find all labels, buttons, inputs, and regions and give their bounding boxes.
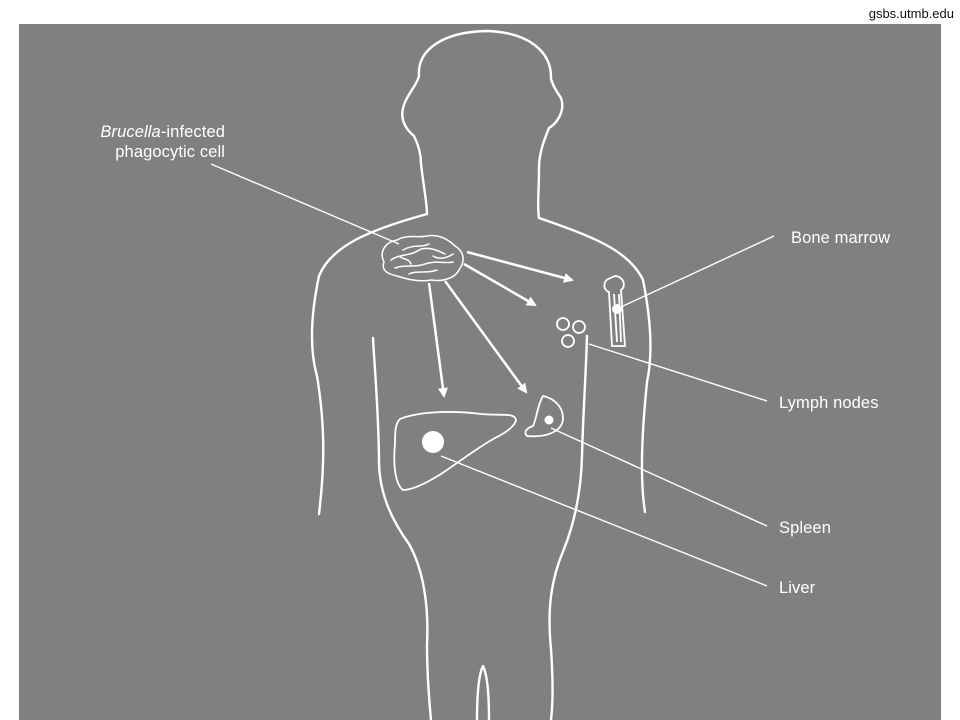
leg-gap (475, 664, 491, 720)
head-neck-outline (401, 29, 564, 220)
infected-cell (381, 234, 464, 282)
label-liver: Liver (779, 579, 816, 597)
leader-spleen (550, 427, 768, 527)
diagram-panel: Brucella-infected phagocytic cell Bone m… (19, 24, 941, 720)
body-diagram (210, 29, 775, 720)
body-outline (310, 29, 652, 720)
label-infected-cell-rest: -infected (160, 123, 225, 141)
left-shoulder-arm (310, 212, 429, 516)
right-shoulder-arm (537, 216, 652, 514)
source-credit: gsbs.utmb.edu (868, 6, 954, 21)
label-infected-cell-italic: Brucella (100, 123, 161, 141)
arrow-to-lymph-nodes (463, 262, 537, 307)
leader-lines (210, 163, 775, 587)
label-spleen: Spleen (779, 519, 831, 537)
label-infected-cell: Brucella-infected phagocytic cell (35, 122, 225, 162)
left-torso-side (371, 336, 433, 720)
bone-marrow-bone (603, 275, 626, 347)
leader-liver (440, 455, 768, 587)
leader-lymph-nodes (588, 343, 768, 402)
label-lymph-nodes: Lymph nodes (779, 394, 879, 412)
spleen-organ (524, 394, 564, 438)
dissemination-arrows (427, 250, 574, 398)
arrow-to-bone-marrow (466, 250, 574, 283)
label-bone-marrow: Bone marrow (791, 229, 891, 247)
arrow-to-spleen (443, 280, 528, 394)
right-torso-side (548, 334, 589, 720)
arrow-to-liver (427, 282, 448, 398)
label-infected-cell-line2: phagocytic cell (115, 143, 225, 161)
leader-bone-marrow (620, 235, 775, 308)
liver-organ (393, 411, 517, 491)
lymph-nodes (556, 317, 586, 348)
leader-cell (210, 163, 400, 245)
